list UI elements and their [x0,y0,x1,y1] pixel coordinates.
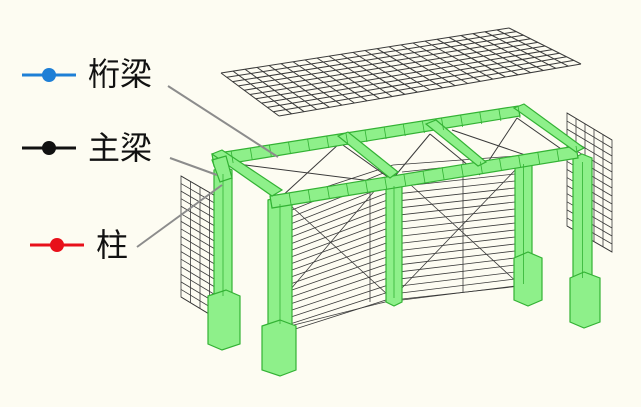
legend-marker-column [30,238,84,252]
member-detail-lines [211,105,583,324]
front-wall-cladding [273,154,531,331]
main-beam-right [512,103,586,153]
legend-marker-main [22,141,76,155]
legend-marker-keta [22,68,76,82]
frame-members [207,103,601,377]
main-beam-mid2 [424,119,488,167]
leader-line-keta [167,85,279,158]
pedestal-front-left [261,319,297,377]
main-beam-left [210,149,284,197]
main-beam-mid1 [336,131,399,179]
legend-label-column: 柱 [96,226,129,264]
pedestal-back-left [207,289,241,351]
leader-lines [136,85,279,248]
leader-line-main [169,157,218,176]
haunch-left [211,155,233,183]
pedestal-front-right [569,271,601,329]
leader-line-column [136,184,223,248]
legend-label-keta-beam: 桁梁 [88,55,153,93]
roof-grid-panel [220,27,582,117]
legend-label-main-beam: 主梁 [88,129,153,167]
pedestal-back-right [513,251,543,307]
